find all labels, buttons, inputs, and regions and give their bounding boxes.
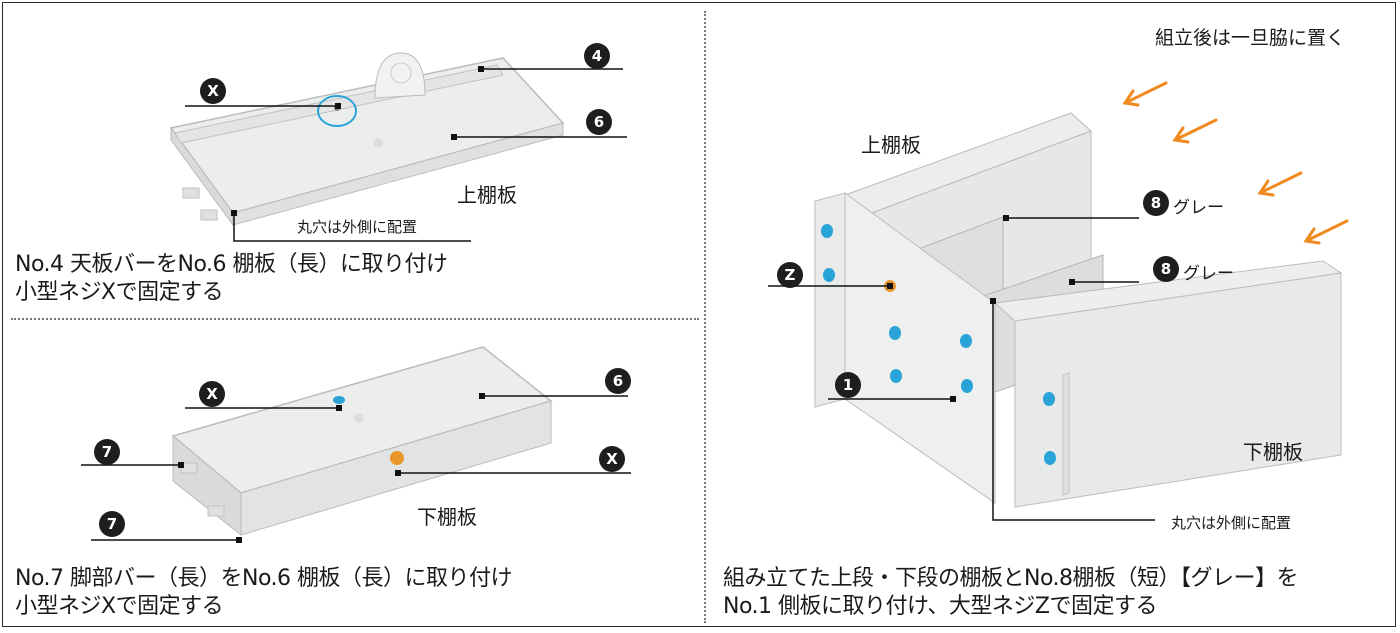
upper-shelf-label: 上棚板 <box>861 133 921 157</box>
parts-illustration <box>81 52 1349 543</box>
hole-outside-note: 丸穴は外側に配置 <box>1171 514 1292 532</box>
horizontal-divider <box>11 318 699 320</box>
step2-caption-line1: No.7 脚部バー（長）をNo.6 棚板（長）に取り付け <box>15 566 513 591</box>
step1-caption: No.4 天板バーをNo.6 棚板（長）に取り付け 小型ネジXで固定する <box>15 251 448 307</box>
screw-x-badge: X <box>199 381 225 407</box>
part-8-badge: 8 <box>1143 190 1169 216</box>
hole-outside-note: 丸穴は外側に配置 <box>297 218 418 236</box>
step1-shelf-drawing <box>169 52 627 242</box>
upper-shelf-label: 上棚板 <box>457 183 517 207</box>
lower-shelf-label: 下棚板 <box>417 505 477 529</box>
step1-caption-line1: No.4 天板バーをNo.6 棚板（長）に取り付け <box>15 252 448 277</box>
gray-label: グレー <box>1173 198 1224 218</box>
place-aside-note: 組立後は一旦脇に置く <box>1155 27 1346 49</box>
part-7-badge: 7 <box>94 439 120 465</box>
screw-x-badge: X <box>200 78 226 104</box>
gray-label: グレー <box>1183 264 1234 284</box>
part-4-badge: 4 <box>584 43 610 69</box>
part-6-badge: 6 <box>586 109 612 135</box>
step2-caption: No.7 脚部バー（長）をNo.6 棚板（長）に取り付け 小型ネジXで固定する <box>15 565 513 621</box>
part-6-badge: 6 <box>605 368 631 394</box>
step3-caption-line1: 組み立てた上段・下段の棚板とNo.8棚板（短）【グレー】を <box>723 566 1299 591</box>
lower-shelf-label: 下棚板 <box>1243 440 1303 464</box>
step2-caption-line2: 小型ネジXで固定する <box>15 594 224 619</box>
part-8-badge: 8 <box>1153 256 1179 282</box>
screw-z-badge: Z <box>777 262 803 288</box>
vertical-divider <box>704 11 706 623</box>
part-7-badge: 7 <box>99 511 125 537</box>
step3-frame-drawing <box>768 81 1349 521</box>
screw-x-badge: X <box>599 446 625 472</box>
step2-shelf-drawing <box>81 346 631 543</box>
step1-caption-line2: 小型ネジXで固定する <box>15 280 224 305</box>
step3-caption-line2: No.1 側板に取り付け、大型ネジZで固定する <box>723 594 1158 619</box>
step3-caption: 組み立てた上段・下段の棚板とNo.8棚板（短）【グレー】を No.1 側板に取り… <box>723 565 1299 621</box>
part-1-badge: 1 <box>835 372 861 398</box>
